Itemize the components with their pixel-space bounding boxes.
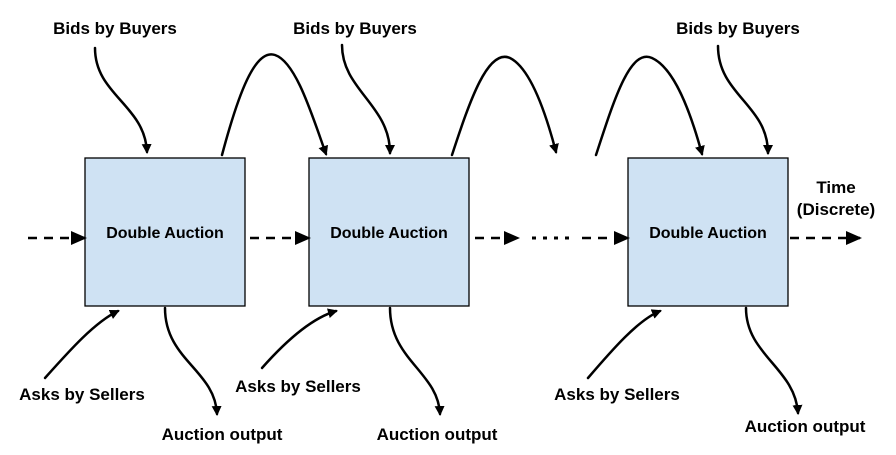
bids-label-2: Bids by Buyers xyxy=(293,19,417,38)
double-auction-label-3: Double Auction xyxy=(649,225,767,242)
asks-arrow-1 xyxy=(43,309,120,380)
double-auction-label-1: Double Auction xyxy=(106,225,224,242)
carryover-arrow-2-next xyxy=(450,55,559,157)
double-auction-box-1 xyxy=(84,157,246,307)
time-label: Time xyxy=(816,178,855,197)
asks-label-3: Asks by Sellers xyxy=(554,385,680,404)
double-auction-box-3 xyxy=(627,157,789,307)
time-label-discrete: (Discrete) xyxy=(797,200,875,219)
output-label-3: Auction output xyxy=(745,417,866,436)
double-auction-label-2: Double Auction xyxy=(330,225,448,242)
asks-arrow-2 xyxy=(260,308,338,370)
output-arrow-2 xyxy=(388,306,445,416)
output-arrow-1 xyxy=(163,306,222,416)
carryover-arrow-prev-3 xyxy=(594,55,705,157)
double-auction-box-2 xyxy=(308,157,470,307)
asks-arrow-3 xyxy=(586,309,662,380)
bids-label-3: Bids by Buyers xyxy=(676,19,800,38)
asks-label-2: Asks by Sellers xyxy=(235,377,361,396)
carryover-arrow-1-2 xyxy=(220,53,329,157)
output-label-2: Auction output xyxy=(377,425,498,444)
bids-arrow-2 xyxy=(340,43,395,155)
bids-label-1: Bids by Buyers xyxy=(53,19,177,38)
output-label-1: Auction output xyxy=(162,425,283,444)
asks-label-1: Asks by Sellers xyxy=(19,385,145,404)
bids-arrow-3 xyxy=(716,44,773,155)
bids-arrow-1 xyxy=(93,46,152,154)
output-arrow-3 xyxy=(744,306,803,415)
